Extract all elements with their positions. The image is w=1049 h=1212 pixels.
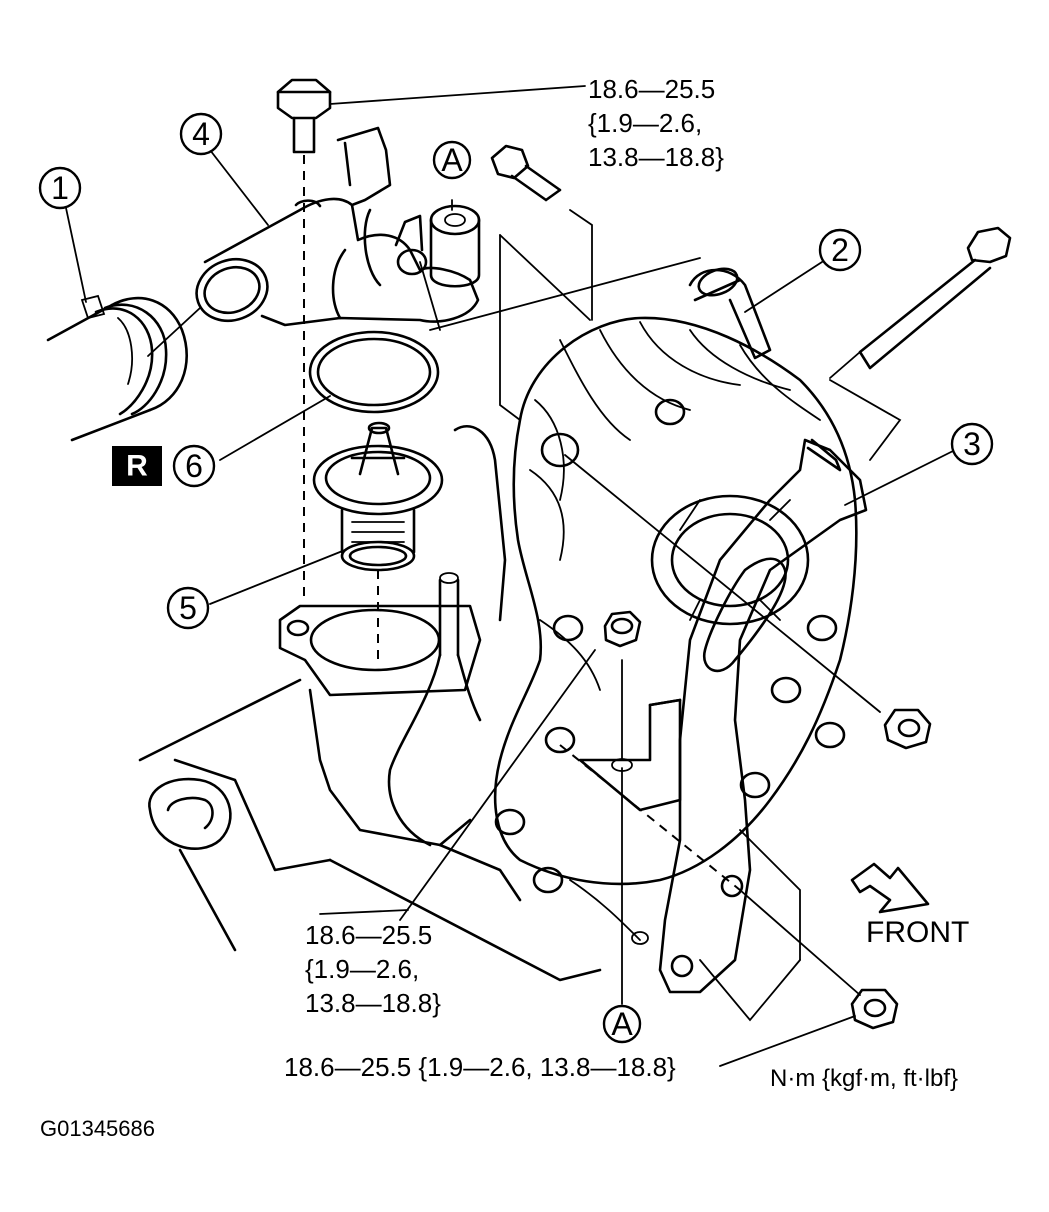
alternator-nut-top: [603, 610, 642, 648]
torque-spec-bottom: 18.6—25.5 {1.9—2.6, 13.8—18.8}: [284, 1052, 676, 1082]
radiator-hose-part-1: [46, 294, 188, 442]
svg-text:6: 6: [185, 448, 203, 484]
front-arrow-icon: [850, 862, 930, 914]
svg-text:1: 1: [51, 170, 69, 206]
torque-spec-left: 18.6—25.5 {1.9—2.6, 13.8—18.8}: [305, 920, 441, 1018]
small-upper-bolt: [490, 144, 562, 202]
svg-text:13.8—18.8}: 13.8—18.8}: [588, 142, 724, 172]
callout-3: 3: [950, 422, 994, 466]
svg-text:3: 3: [963, 426, 981, 462]
svg-text:18.6—25.5: 18.6—25.5: [588, 74, 715, 104]
svg-text:4: 4: [192, 116, 210, 152]
thermostat-part-5: [312, 421, 444, 572]
thermostat-cover-part-4: [195, 126, 481, 327]
callout-1: 1: [38, 166, 82, 210]
callout-4: 4: [179, 112, 223, 156]
front-label: FRONT: [866, 916, 969, 949]
alternator-nut-bottom: [850, 988, 899, 1030]
figure-id: G01345686: [40, 1116, 155, 1141]
hose-part-2: [688, 267, 772, 360]
svg-text:A: A: [611, 1006, 633, 1042]
callout-6: 6: [172, 444, 216, 488]
svg-text:2: 2: [831, 232, 849, 268]
svg-text:R: R: [126, 450, 148, 483]
cover-bolt: [276, 78, 332, 154]
torque-spec-top: 18.6—25.5 {1.9—2.6, 13.8—18.8}: [588, 74, 724, 172]
units-label: N·m {kgf·m, ft·lbf}: [770, 1065, 958, 1092]
svg-text:{1.9—2.6,: {1.9—2.6,: [305, 954, 419, 984]
svg-text:{1.9—2.6,: {1.9—2.6,: [588, 108, 702, 138]
bracket-part-3: [658, 438, 868, 994]
callout-5: 5: [166, 586, 210, 630]
svg-text:A: A: [441, 142, 463, 178]
engine-housing: [138, 424, 602, 982]
through-bolt: [858, 226, 1012, 370]
callout-a-bottom: A: [602, 1004, 642, 1044]
callout-2: 2: [818, 228, 862, 272]
svg-text:13.8—18.8}: 13.8—18.8}: [305, 988, 441, 1018]
alternator-body: [493, 316, 858, 1022]
alternator-nut-right: [883, 708, 932, 750]
svg-text:5: 5: [179, 590, 197, 626]
callout-a-top: A: [432, 140, 472, 180]
replace-badge: R: [112, 446, 162, 486]
gasket-part-6: [308, 330, 440, 414]
svg-text:18.6—25.5: 18.6—25.5: [305, 920, 432, 950]
